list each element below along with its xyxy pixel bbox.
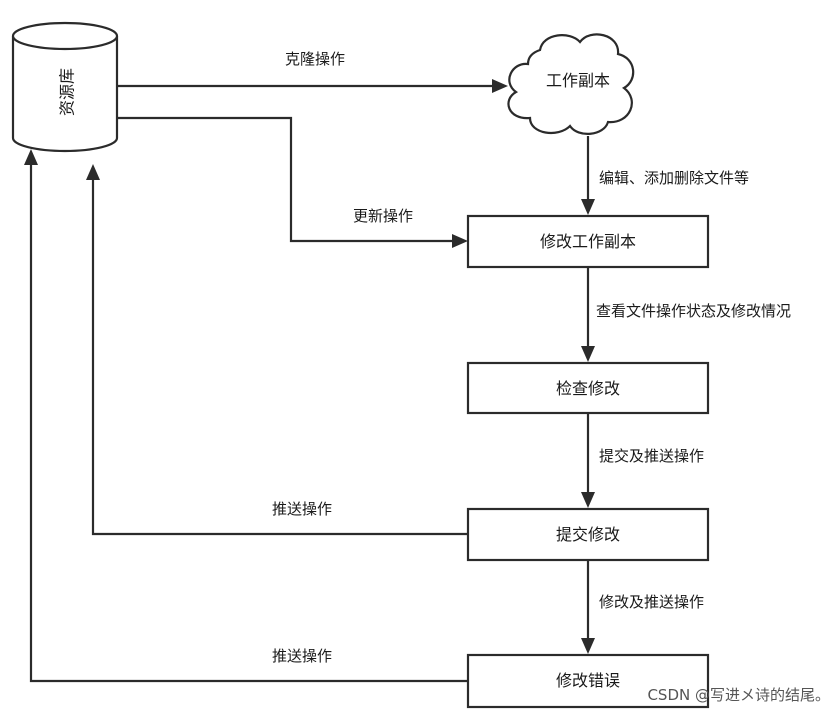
push-from-commit-arrow (86, 164, 468, 536)
cloud-shape (507, 33, 635, 135)
update-arrow (117, 116, 468, 248)
commit-changes-label: 提交修改 (556, 525, 620, 544)
commit-push-label: 提交及推送操作 (599, 447, 704, 465)
edit-label: 编辑、添加删除文件等 (599, 169, 749, 187)
clone-arrow (117, 79, 508, 93)
repository-cylinder: 资源库 (11, 21, 119, 153)
cylinder-body (11, 36, 119, 153)
edit-arrow (581, 136, 595, 215)
fix-push-arrow (581, 561, 595, 654)
watermark: CSDN @写进メ诗的结尾。 (647, 686, 830, 704)
fix-errors-label: 修改错误 (556, 671, 620, 690)
modify-copy-label: 修改工作副本 (540, 232, 636, 251)
repository-label: 资源库 (58, 68, 77, 116)
cylinder-top (11, 21, 119, 51)
fix-push-label: 修改及推送操作 (599, 593, 704, 611)
commit-changes-box: 提交修改 (466, 507, 710, 562)
review-arrow (581, 268, 595, 362)
working-copy-cloud: 工作副本 (507, 33, 635, 135)
check-changes-label: 检查修改 (556, 379, 620, 398)
review-label: 查看文件操作状态及修改情况 (596, 302, 791, 320)
modify-copy-box: 修改工作副本 (466, 214, 710, 269)
check-changes-box: 检查修改 (466, 361, 710, 415)
update-label: 更新操作 (353, 207, 413, 225)
clone-label: 克隆操作 (285, 50, 345, 68)
push-from-commit-label: 推送操作 (272, 500, 332, 518)
fix-errors-box: 修改错误 (466, 653, 710, 709)
working-copy-label: 工作副本 (546, 71, 610, 90)
push-from-fix-label: 推送操作 (272, 647, 332, 665)
push-from-fix-arrow (24, 149, 468, 683)
commit-push-arrow (581, 414, 595, 508)
